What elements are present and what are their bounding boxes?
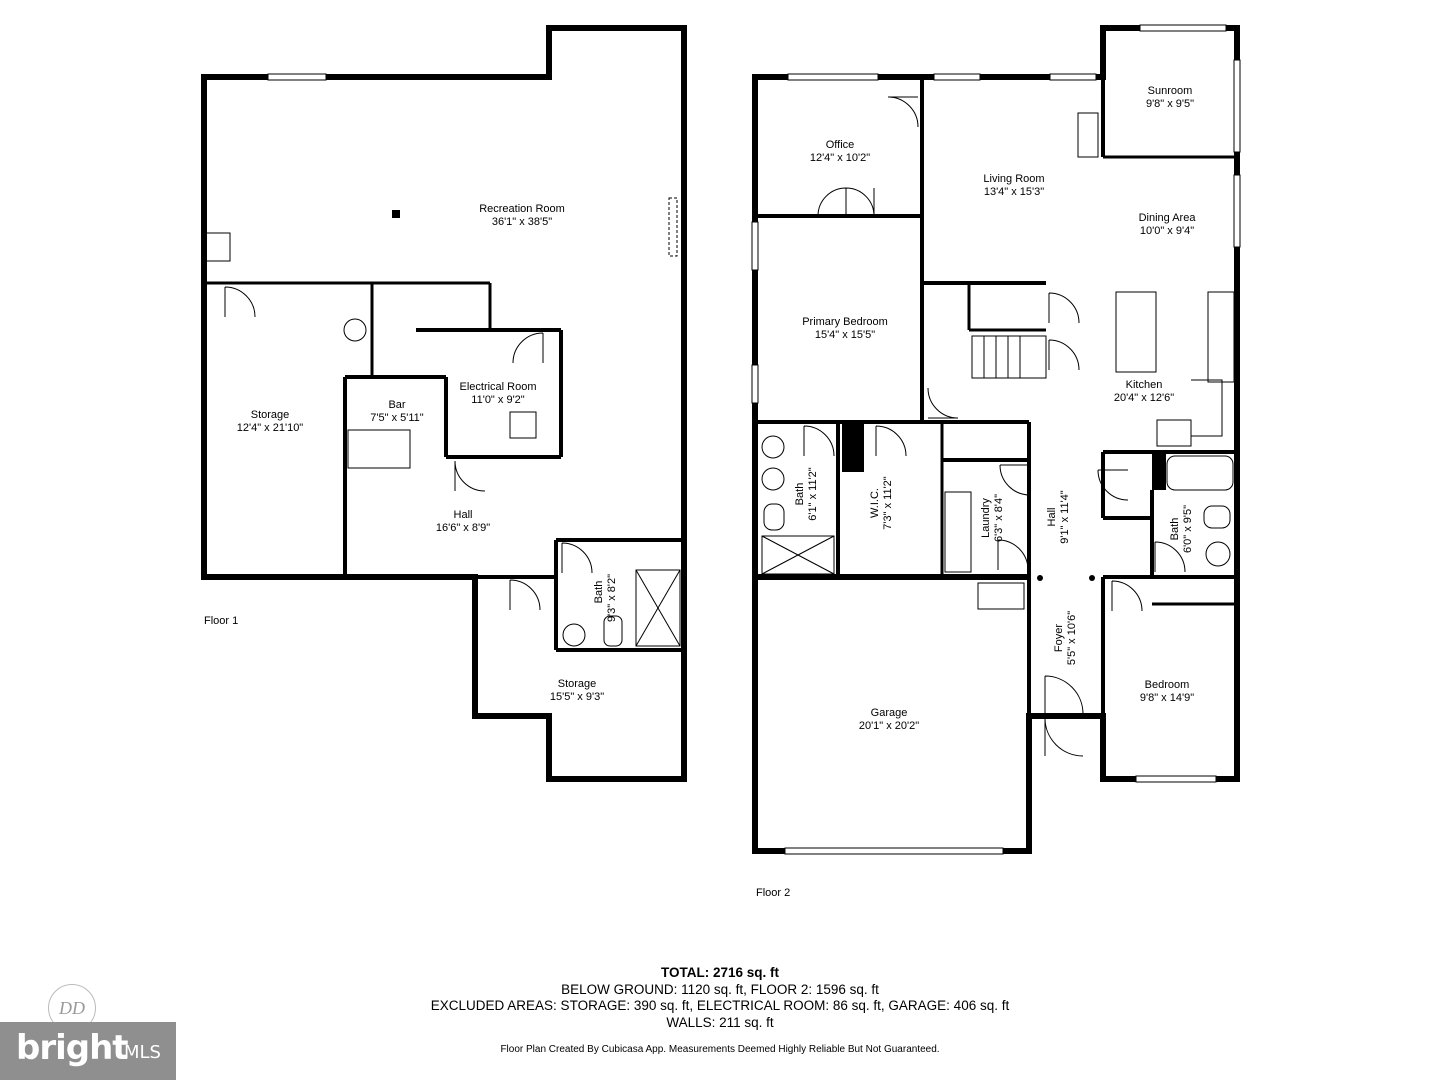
disclaimer-footnote: Floor Plan Created By Cubicasa App. Meas… [500, 1044, 940, 1055]
floor-areas: BELOW GROUND: 1120 sq. ft, FLOOR 2: 1596… [561, 981, 879, 997]
room-name-kitchen: Kitchen [1126, 379, 1163, 391]
room-name-dining: Dining Area [1139, 212, 1197, 224]
room-name-laundry: Laundry [980, 498, 992, 538]
floor2-foyer-markers [1037, 575, 1095, 581]
room-dims-kitchen: 20'4" x 12'6" [1114, 392, 1174, 404]
chimney-block [842, 424, 864, 472]
logo-brand-text: bright [16, 1028, 129, 1068]
room-dims-laundry: 6'3" x 8'4" [993, 494, 1005, 542]
room-name-storage-large: Storage [251, 409, 290, 421]
room-dims-hall-f2: 9'1" x 11'4" [1059, 490, 1071, 543]
room-dims-living: 13'4" x 15'3" [984, 186, 1044, 198]
room-dims-bath1: 6'1" x 11'2" [807, 467, 819, 520]
room-name-wic: W.I.C. [869, 488, 881, 518]
room-name-garage: Garage [871, 707, 908, 719]
total-area: TOTAL: 2716 sq. ft [660, 965, 780, 980]
room-name-primary-bedroom: Primary Bedroom [802, 316, 888, 328]
floor2-walls [752, 25, 1240, 854]
room-name-living: Living Room [983, 173, 1044, 185]
floor1-labels: Recreation Room 36'1" x 38'5" Storage 12… [204, 203, 618, 703]
room-name-office: Office [826, 139, 855, 151]
room-dims-bedroom: 9'8" x 14'9" [1140, 692, 1194, 704]
room-name-sunroom: Sunroom [1148, 85, 1193, 97]
room-dims-office: 12'4" x 10'2" [810, 152, 870, 164]
room-name-storage-small: Storage [558, 678, 597, 690]
room-name-hall-f2: Hall [1046, 508, 1058, 527]
floor1-label: Floor 1 [204, 615, 238, 627]
room-name-hall-f1: Hall [454, 509, 473, 521]
room-name-bath1: Bath [794, 483, 806, 506]
room-dims-sunroom: 9'8" x 9'5" [1146, 98, 1194, 110]
room-dims-bar: 7'5" x 5'11" [370, 412, 423, 424]
room-dims-recreation: 36'1" x 38'5" [492, 216, 552, 228]
room-dims-bath2: 6'0" x 9'5" [1182, 505, 1194, 553]
wall-column [1152, 454, 1166, 490]
room-dims-foyer: 5'5" x 10'6" [1066, 611, 1078, 665]
room-dims-electrical: 11'0" x 9'2" [471, 394, 524, 406]
floor2-fixtures [751, 24, 1241, 855]
room-dims-hall-f1: 16'6" x 8'9" [436, 522, 490, 534]
room-name-bar: Bar [388, 399, 405, 411]
room-dims-garage: 20'1" x 20'2" [859, 720, 919, 732]
room-name-bath-f1: Bath [593, 581, 605, 604]
floor1-fixtures [205, 73, 681, 647]
column-marker [392, 210, 400, 218]
area-summary: TOTAL: 2716 sq. ft BELOW GROUND: 1120 sq… [0, 965, 1440, 1031]
room-name-foyer: Foyer [1053, 624, 1065, 652]
floor1-walls [201, 25, 687, 782]
room-name-electrical: Electrical Room [459, 381, 536, 393]
room-dims-storage-small: 15'5" x 9'3" [550, 691, 604, 703]
room-dims-wic: 7'3" x 11'2" [882, 476, 894, 529]
logo-mls-text: MLS [124, 1042, 161, 1063]
room-dims-bath-f1: 9'3" x 8'2" [606, 574, 618, 622]
bright-mls-logo: bright MLS [0, 1022, 176, 1080]
room-dims-primary-bedroom: 15'4" x 15'5" [815, 329, 875, 341]
excluded-areas: EXCLUDED AREAS: STORAGE: 390 sq. ft, ELE… [430, 998, 1010, 1013]
floor2-label: Floor 2 [756, 887, 790, 899]
floor2-labels: Office 12'4" x 10'2" Living Room 13'4" x… [756, 85, 1196, 899]
room-dims-storage-large: 12'4" x 21'10" [237, 422, 304, 434]
room-name-bath2: Bath [1169, 518, 1181, 541]
room-name-bedroom: Bedroom [1145, 679, 1190, 691]
walls-area: WALLS: 211 sq. ft [666, 1014, 774, 1030]
room-name-recreation: Recreation Room [479, 203, 565, 215]
room-dims-dining: 10'0" x 9'4" [1140, 225, 1194, 237]
